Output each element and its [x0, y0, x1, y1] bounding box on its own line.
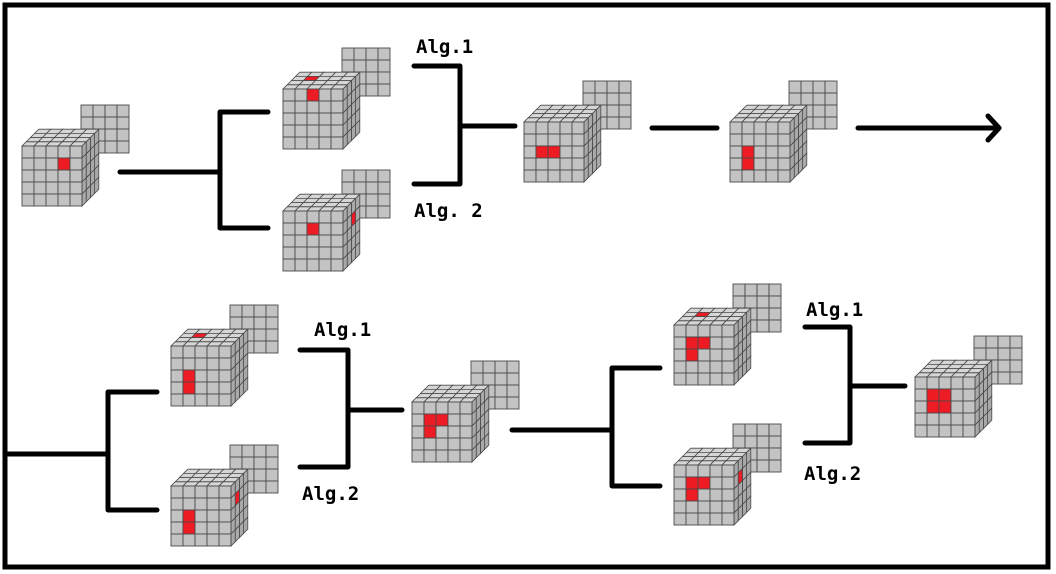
bottom-left-merge-line	[297, 347, 405, 470]
label-bottom-left-alg1: Alg.1	[314, 319, 371, 341]
top-merge-line	[411, 63, 518, 187]
cube-bl-alg2	[170, 444, 279, 547]
front-face	[729, 121, 791, 183]
front-face	[170, 345, 232, 407]
side-face	[230, 328, 249, 407]
cube-top-alg2	[282, 169, 391, 272]
top-arrow	[855, 113, 1002, 143]
side-face	[81, 128, 100, 207]
front-face	[21, 145, 83, 207]
cube-bottom-merged	[411, 360, 520, 463]
label-bottom-right-alg2: Alg.2	[804, 463, 861, 485]
top-face	[673, 307, 752, 326]
bottom-middle-split-line	[509, 365, 663, 489]
front-face	[673, 324, 735, 386]
label-top-alg2: Alg. 2	[414, 200, 483, 222]
cube-top-next	[729, 80, 838, 183]
cube-bl-alg1	[170, 304, 279, 407]
front-face	[282, 210, 344, 272]
cube-br-alg1	[673, 283, 782, 386]
front-face	[914, 376, 976, 438]
cube-top-alg1	[282, 47, 391, 150]
cube-top-merged	[523, 80, 632, 183]
cube-final	[914, 335, 1023, 438]
cube-start	[21, 104, 130, 207]
top-face	[282, 71, 361, 90]
top-face	[523, 104, 602, 123]
label-bottom-right-alg1: Alg.1	[806, 299, 863, 321]
bottom-right-merge-line	[802, 324, 908, 446]
cube-group	[21, 47, 1023, 547]
top-split-line	[117, 109, 271, 231]
side-face	[471, 384, 490, 463]
back-plane	[732, 423, 782, 473]
front-face	[282, 88, 344, 150]
label-top-alg1: Alg.1	[416, 36, 473, 58]
label-bottom-left-alg2: Alg.2	[302, 483, 359, 505]
cube-br-alg2	[673, 423, 782, 526]
side-face	[789, 104, 808, 183]
top-face	[914, 359, 993, 378]
front-face	[411, 401, 473, 463]
top-face	[170, 328, 249, 347]
front-face	[170, 485, 232, 547]
side-face	[733, 307, 752, 386]
top-face	[411, 384, 490, 403]
side-face	[230, 468, 249, 547]
top-face	[282, 193, 361, 212]
side-face	[342, 193, 361, 272]
back-plane	[229, 444, 279, 494]
front-face	[523, 121, 585, 183]
side-face	[583, 104, 602, 183]
front-face	[673, 464, 735, 526]
connector-lines	[5, 63, 1002, 513]
side-face	[974, 359, 993, 438]
top-face	[673, 447, 752, 466]
top-face	[21, 128, 100, 147]
bottom-entry-split-line	[5, 389, 160, 513]
